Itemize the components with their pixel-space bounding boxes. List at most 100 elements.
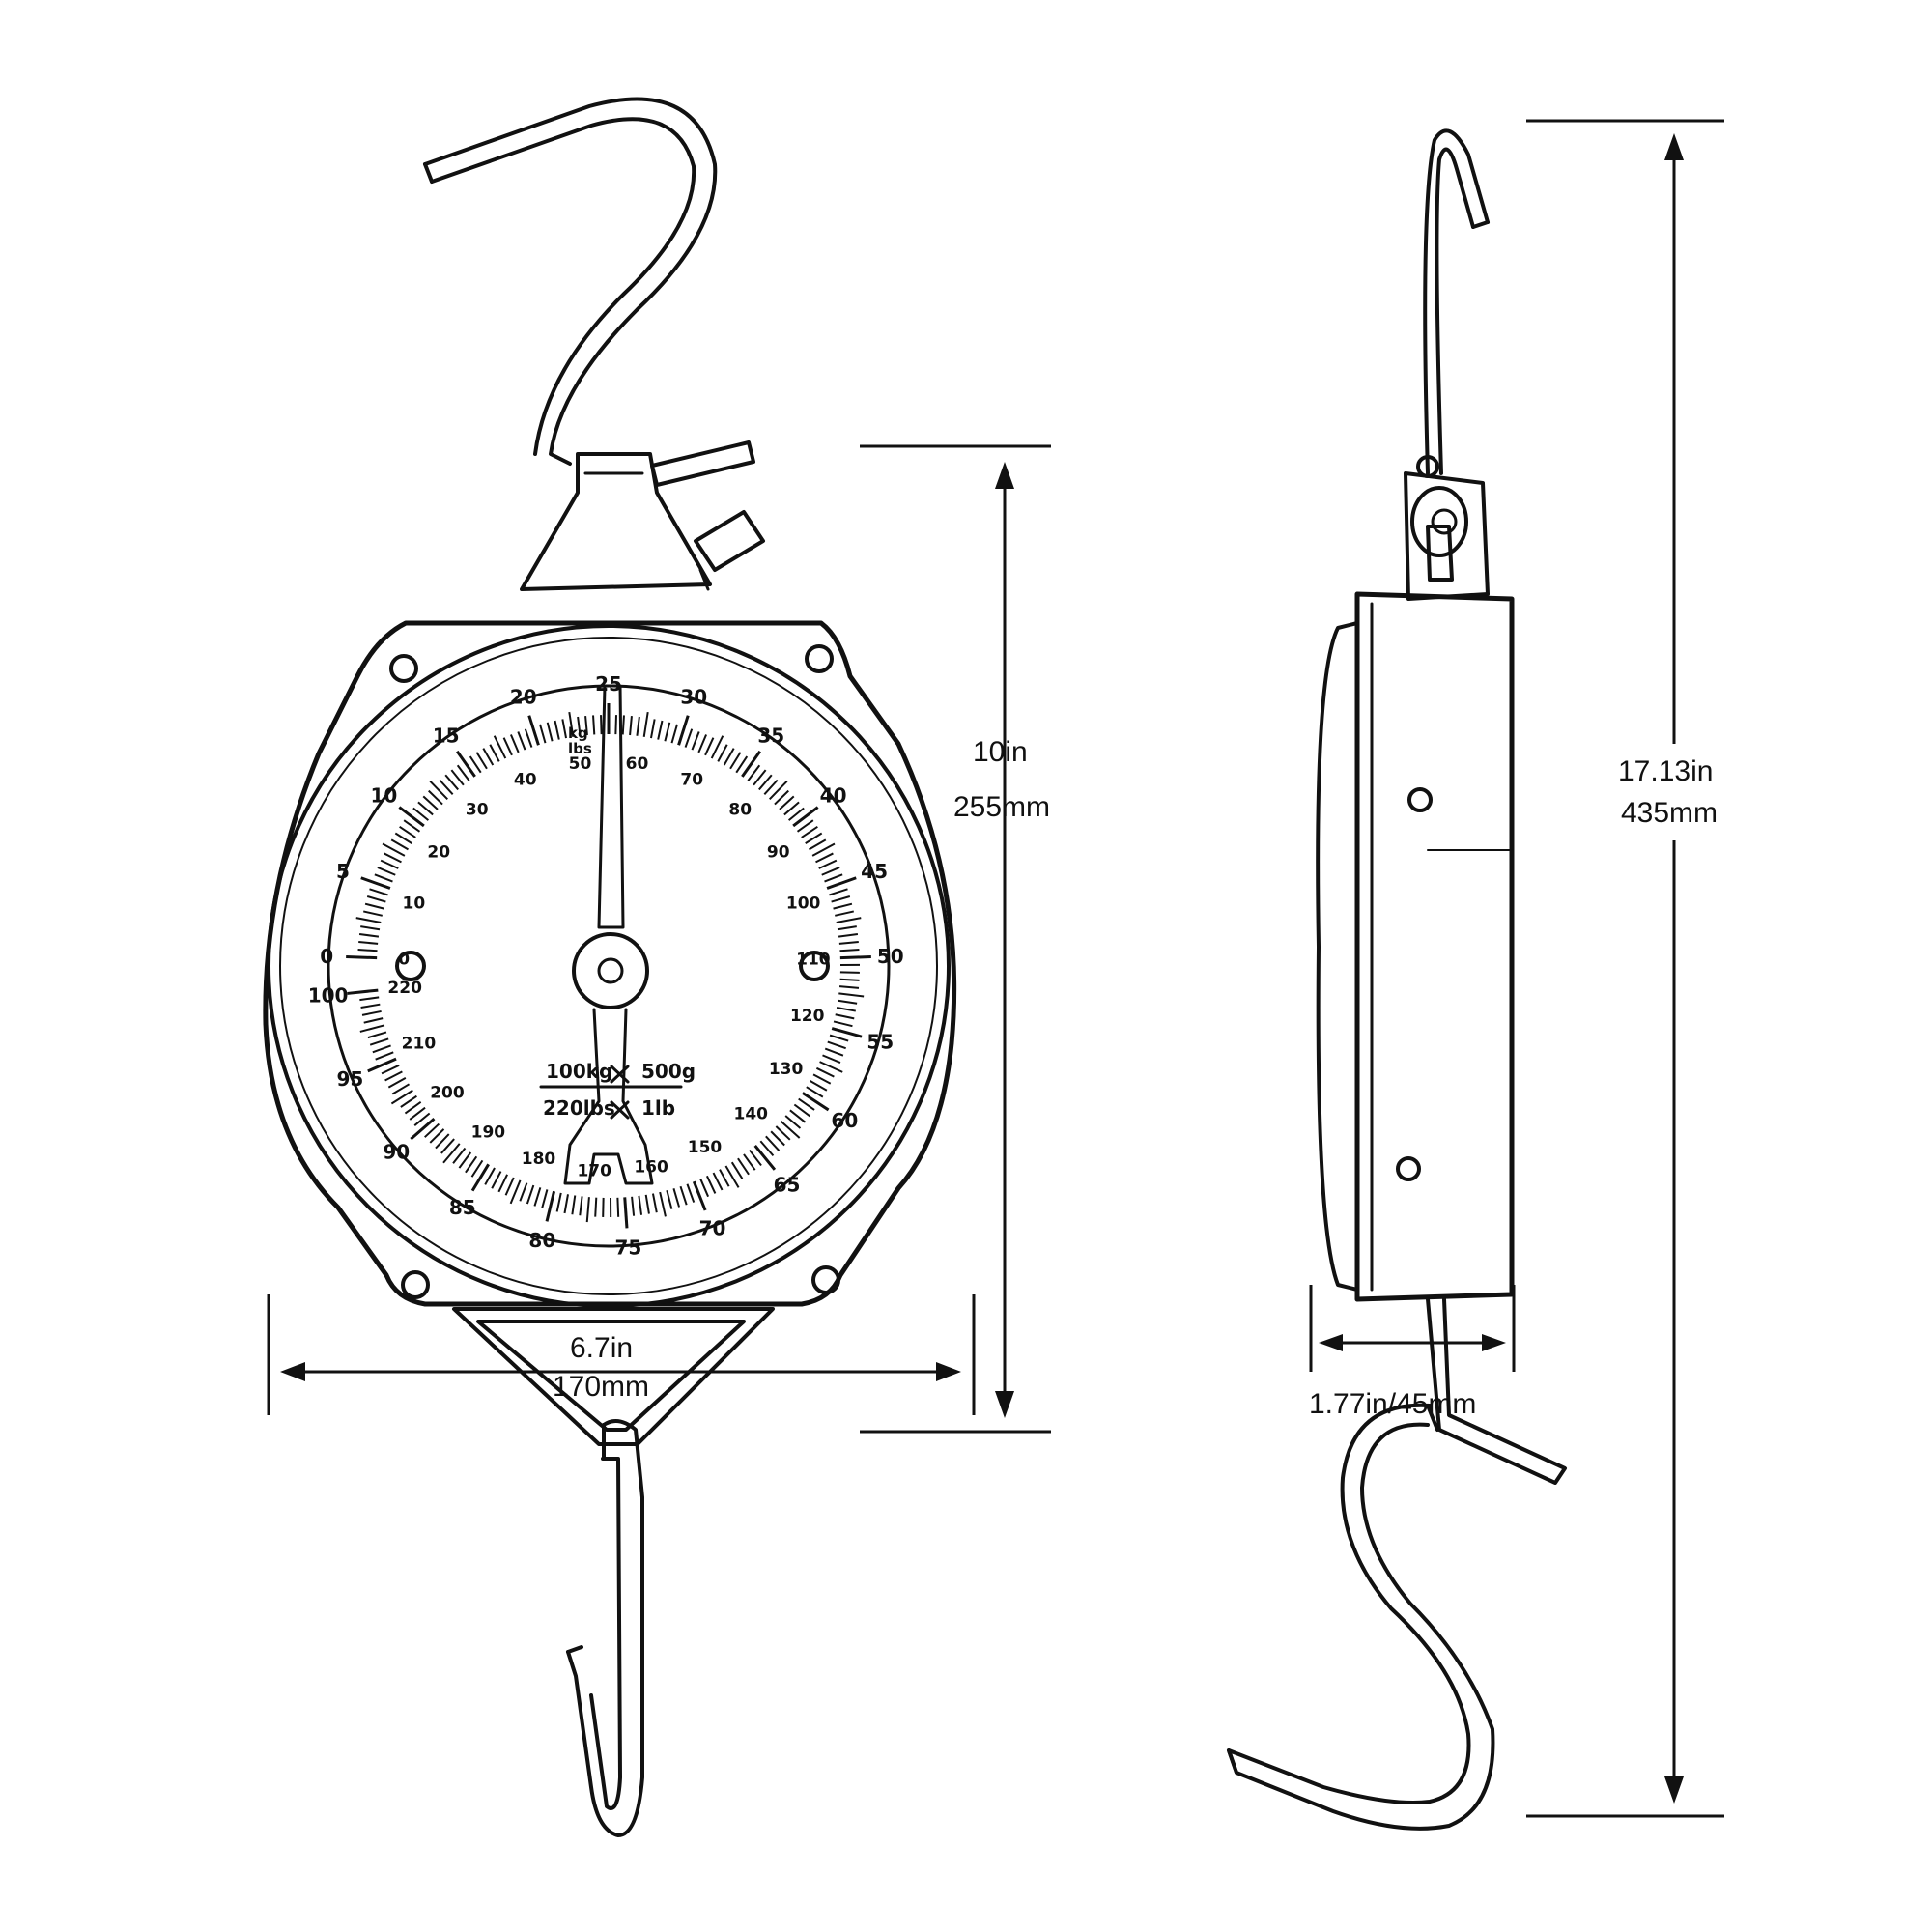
arrow-left-icon [1319,1334,1343,1351]
dial-tick [424,1122,440,1138]
top-bracket [520,440,765,591]
screw-icon [799,951,830,981]
dial-tick [833,902,853,910]
dial-tick [555,1192,562,1212]
dial-tick [775,1125,791,1141]
arrow-up-icon [995,462,1014,489]
dial-tick [802,1092,830,1112]
side-view [1227,128,1567,1831]
dial-tick [346,955,378,960]
front-height-dimension: 10in 255mm [860,444,1051,1434]
kg-tick-label: 40 [820,783,847,807]
capacity-lb: 220lbs [543,1096,615,1120]
dial-tick [664,722,671,742]
front-height-in: 10in [973,736,1028,768]
dial-tick [686,1183,696,1203]
dial-tick [380,859,399,869]
dial-tick [541,1189,549,1208]
screw-icon [395,951,426,981]
dial-tick [369,888,388,896]
dial-tick [677,715,690,746]
division-lb: 1lb [641,1096,675,1120]
dial-tick [546,722,554,742]
kg-tick-label: 45 [861,860,888,883]
kg-tick-label: 0 [320,945,333,968]
dial-tick [367,1057,397,1073]
dial-tick [838,933,859,938]
dial-tick [444,774,459,791]
dial-tick [822,1054,841,1065]
dial-tick [793,1103,811,1118]
kg-tick-label: 60 [831,1109,858,1132]
dial-tick [836,917,862,924]
dial-tick [367,1031,387,1039]
dial-tick [497,1174,508,1193]
dial-tick [730,1161,744,1179]
dial-tick [837,925,857,931]
dial-tick [568,711,575,737]
dial-tick [502,737,513,756]
dial-tick [758,774,773,791]
dial-tick [650,719,656,739]
dial-tick [452,1147,467,1164]
dial-tick [398,806,425,828]
dial-tick [360,876,391,890]
dial-tick [357,948,378,952]
lb-tick-label: 30 [466,801,489,820]
unit-lbs-label: lbs [568,740,592,757]
dial-tick [838,985,860,989]
dial-tick [824,873,843,883]
arrow-left-icon [280,1362,305,1381]
arrow-down-icon [1664,1776,1684,1804]
dial-tick [381,1064,400,1075]
dial-tick [621,715,625,735]
dial-tick [806,1086,824,1098]
dial-tick [387,1077,407,1089]
dial-tick [629,716,633,736]
kg-tick-label: 15 [433,724,460,747]
dial-tick [831,1027,863,1038]
total-height-dimension: 17.13in 435mm [1526,119,1744,1818]
dial-tick [839,955,871,960]
arrow-up-icon [1664,133,1684,160]
dial-tick [759,1140,775,1156]
times-icon [610,1100,630,1120]
dial-tick [399,825,416,838]
dial-tick [358,940,379,945]
dial-tick [651,1193,658,1213]
dial-tick [374,873,393,883]
dial-tick [763,779,779,795]
dial-tick [440,1138,455,1154]
dial-tick [784,1115,802,1129]
dial-tick [636,716,640,736]
dial-tick [829,888,848,896]
depth-dimension: 1.77in/45mm [1309,1285,1516,1420]
dial-tick [839,971,860,974]
dial-tick [482,748,495,766]
dial-tick [737,1157,750,1176]
dial-tick [836,1007,856,1012]
side-body [1316,591,1515,1302]
dial-tick [705,1175,717,1194]
dial-tick [691,731,700,751]
dial-tick [838,992,865,998]
dial-tick [684,728,694,748]
kg-tick-label: 10 [370,783,397,807]
lb-tick-label: 70 [680,770,703,789]
top-hook-front [423,97,718,466]
dial-tick [382,842,406,857]
lb-tick-label: 180 [522,1150,556,1169]
dial-tick [579,1196,583,1216]
kg-tick-label: 75 [614,1236,641,1259]
dial-tick [821,866,840,876]
dial-tick [835,1013,855,1020]
kg-tick-label: 65 [774,1173,801,1196]
kg-tick-label: 55 [867,1031,894,1054]
total-height-mm: 435mm [1621,797,1718,829]
dial-tick [571,1195,577,1215]
screw-icon [805,644,834,673]
dial-tick [642,711,649,737]
dial-tick [585,1197,590,1223]
